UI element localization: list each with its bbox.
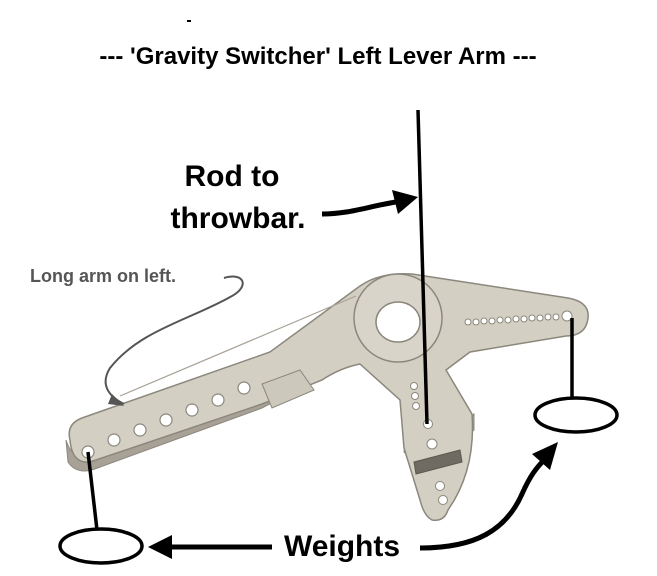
hole [512,315,520,323]
hole [544,313,552,321]
rod-label-line1: Rod to [185,160,280,193]
hole [410,382,418,390]
stray-mark [187,20,191,22]
long-arm-callout-head [108,394,124,406]
hole [185,403,199,417]
short-arm-holes [464,310,573,326]
left-weight [58,527,144,565]
right-weight-arrow [419,456,548,551]
rod-arrow [321,199,397,217]
hole [561,310,573,322]
long-arm-callout [104,275,244,405]
lever-arm-face [68,273,589,522]
notch-band [413,449,463,475]
rod-arrowhead [392,190,418,214]
hole [438,495,448,505]
hole [480,317,488,325]
hole [536,314,544,322]
left-weight-string [86,451,99,531]
right-weight [533,396,619,434]
hole [426,438,438,450]
rod-label-line2: throwbar. [170,202,305,235]
hole [435,481,445,491]
hole [211,393,225,407]
weights-label: Weights [284,530,400,563]
hole [159,413,173,427]
right-weight-arrowhead [532,442,558,470]
hole [412,402,420,410]
hole [496,316,504,324]
hole [411,392,419,400]
rib-line [119,295,357,397]
hole [237,381,251,395]
hub-bore [375,301,421,343]
long-arm-label: Long arm on left. [30,266,176,286]
hole [528,314,536,322]
diagram-title: --- 'Gravity Switcher' Left Lever Arm --… [99,43,536,70]
hole [464,318,472,326]
hole [504,316,512,324]
hole [472,318,480,326]
hole [133,423,147,437]
left-weight-arrowhead [148,535,172,559]
hole [552,313,560,321]
hole [107,433,121,447]
down-arm-holes [410,382,448,505]
hole [520,315,528,323]
rod-line [416,109,429,425]
hole [488,317,496,325]
lever-arm [65,273,589,522]
raised-pad [261,369,315,409]
